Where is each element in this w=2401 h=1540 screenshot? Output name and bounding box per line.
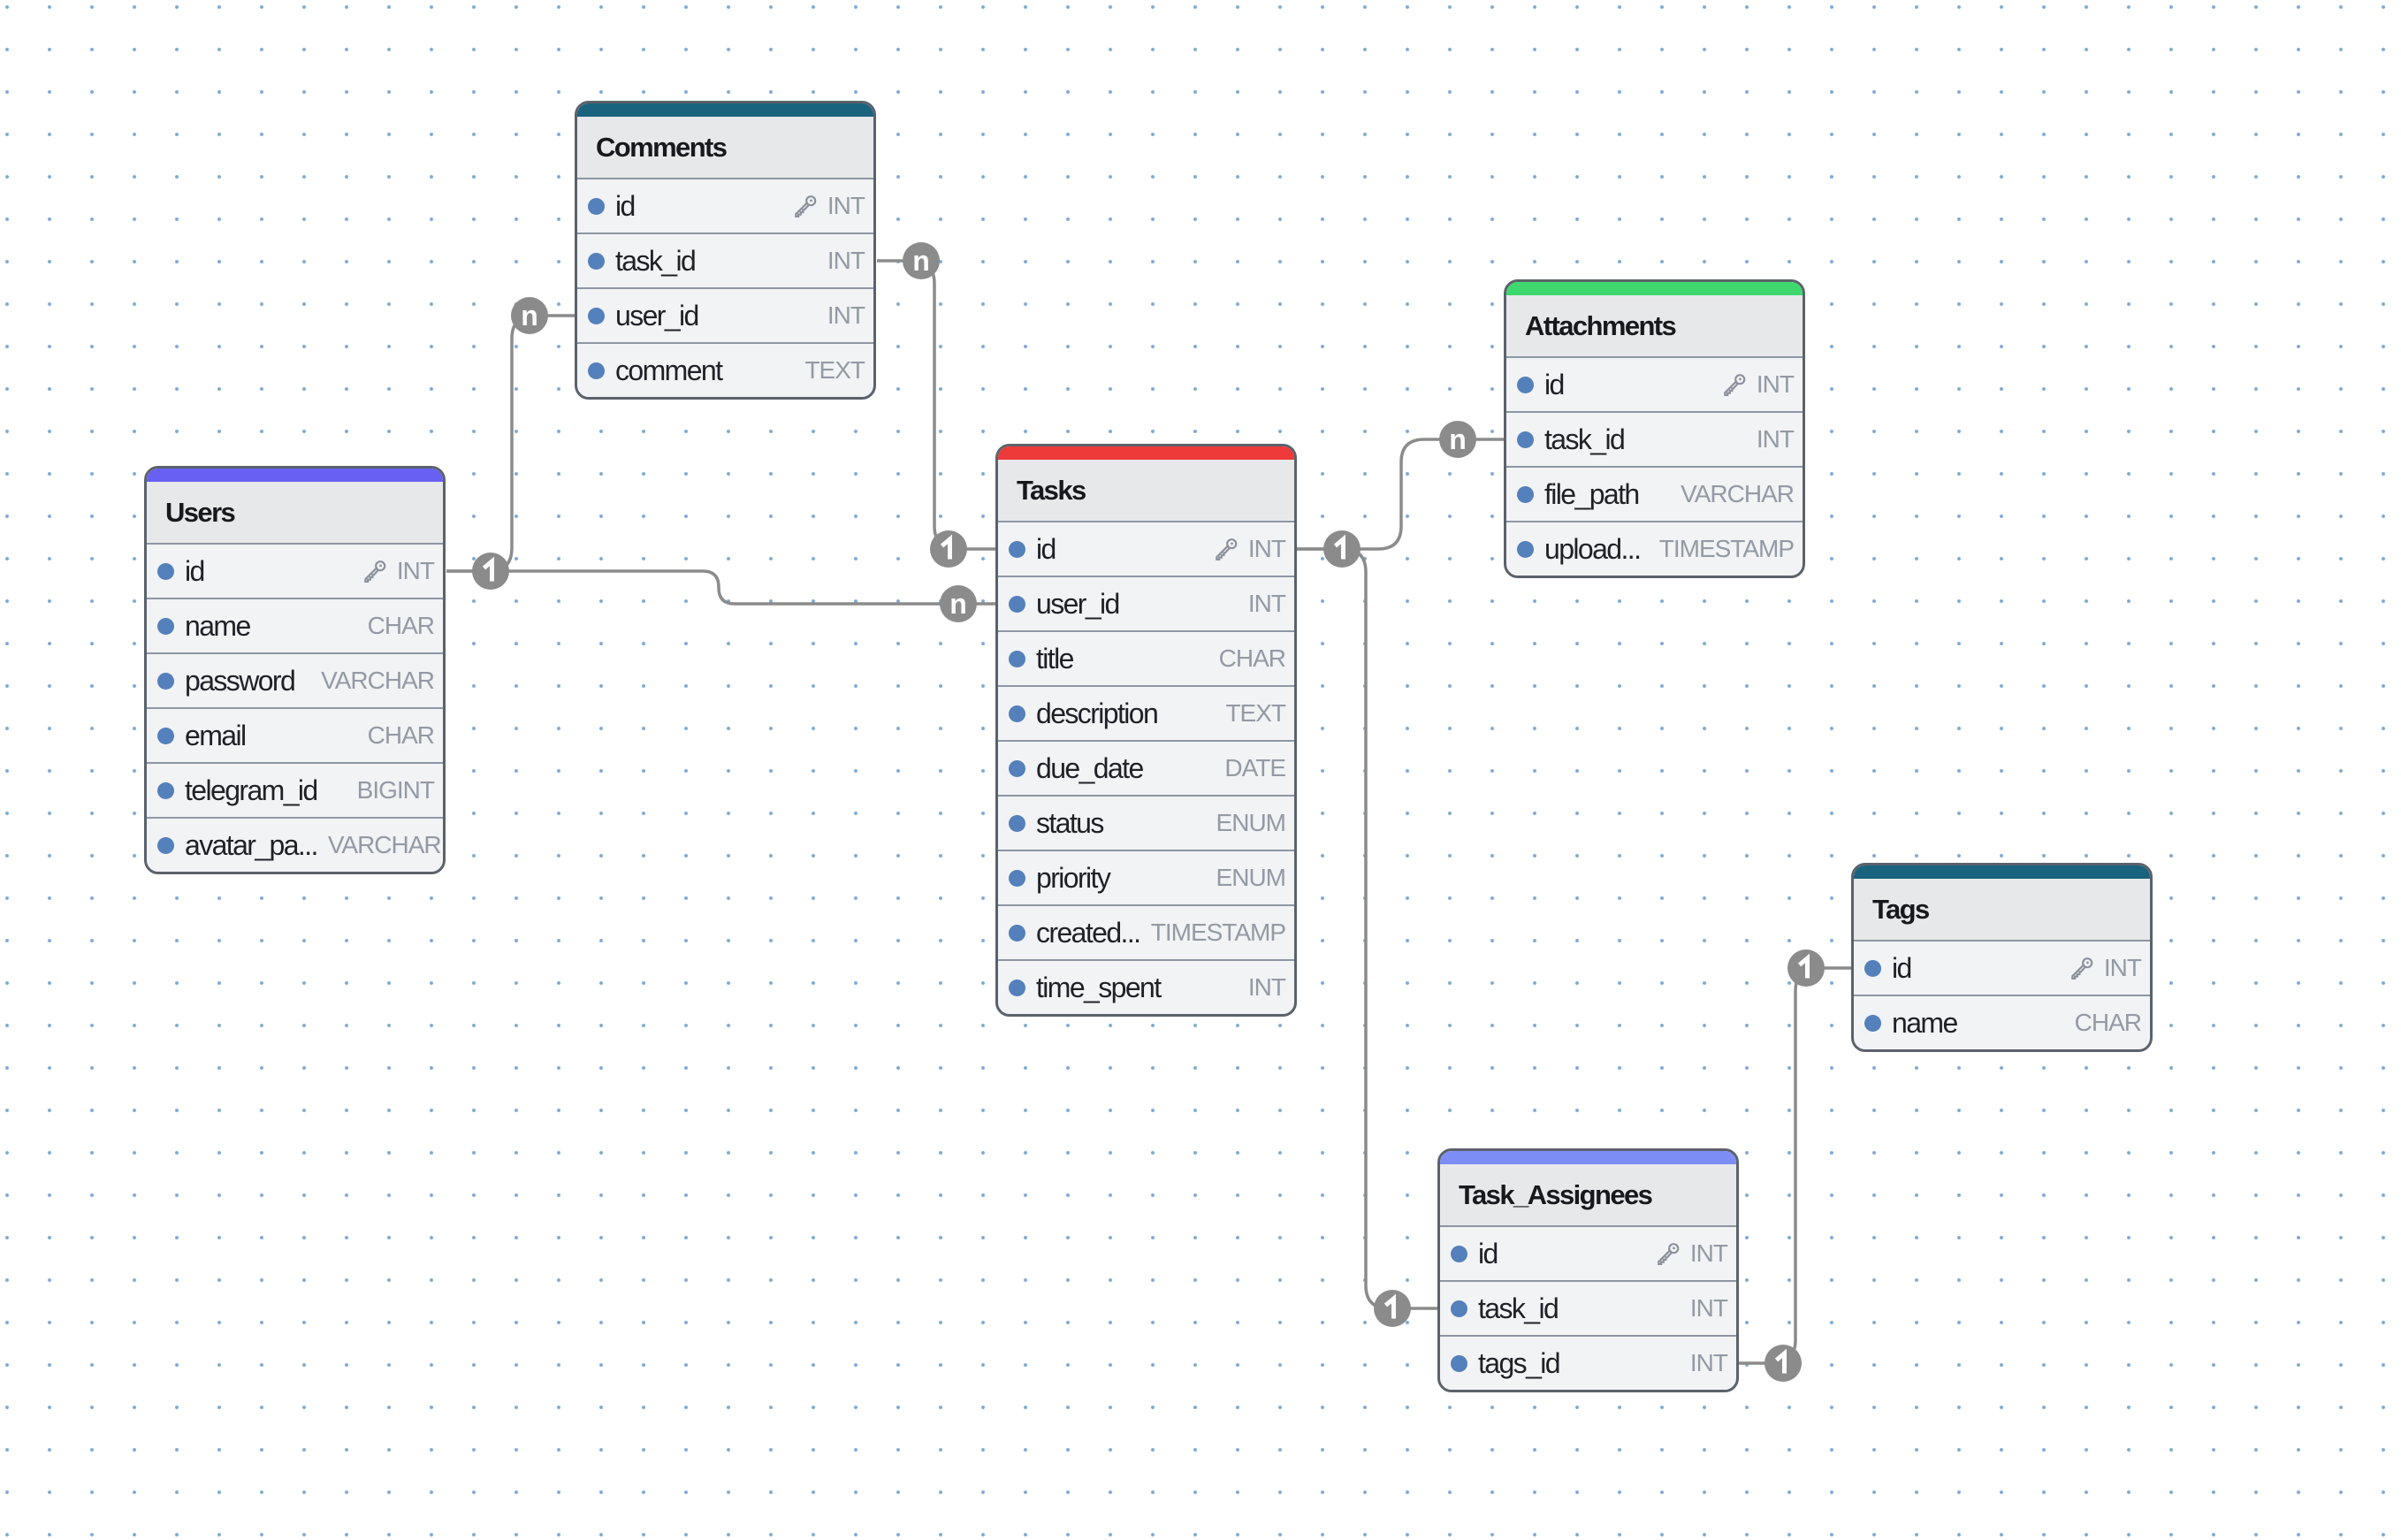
svg-text:n: n — [912, 245, 930, 277]
svg-text:n: n — [949, 588, 967, 620]
svg-text:n: n — [1449, 423, 1467, 455]
svg-text:n: n — [521, 300, 538, 332]
